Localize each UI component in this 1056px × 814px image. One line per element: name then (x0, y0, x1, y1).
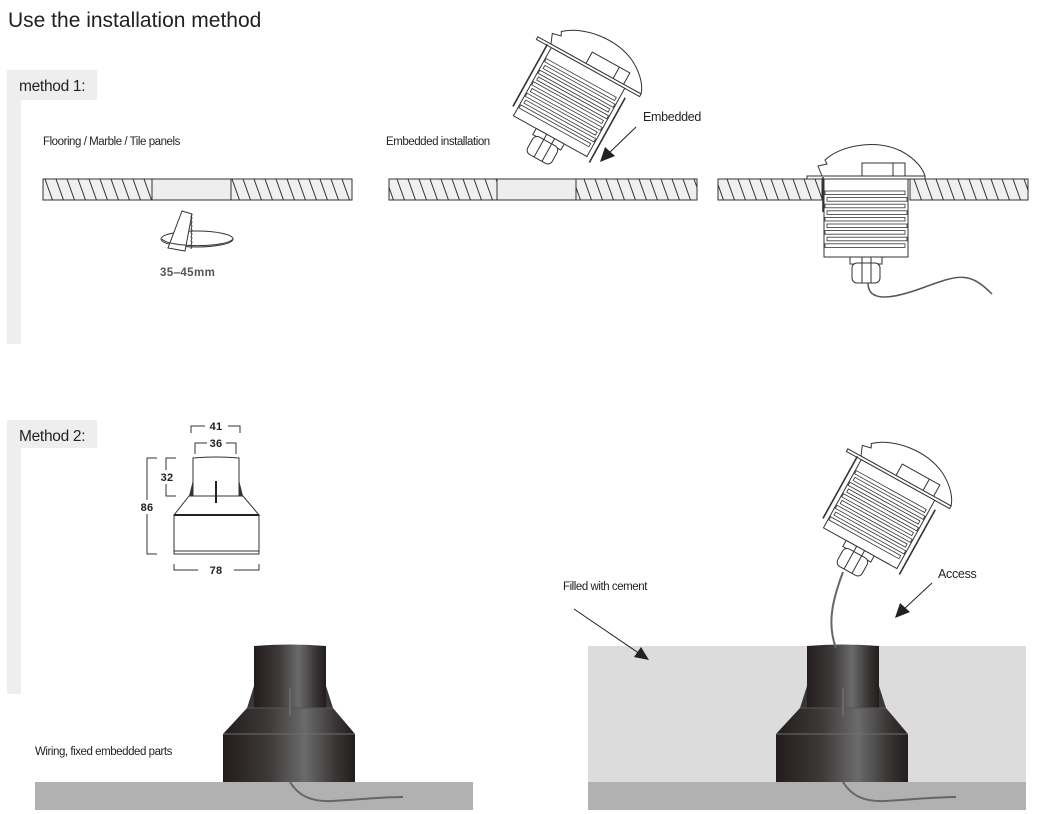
dim-inner-width: 36 (210, 438, 223, 450)
embedded-housing-left (222, 644, 356, 783)
embedded-arrow-icon (600, 126, 637, 162)
method1-section: method 1: Flooring / Marble / Tile panel… (7, 8, 1029, 344)
lamp-tilted-method1 (485, 8, 657, 189)
method1-label-box (7, 70, 97, 100)
method2-section: Method 2: 41 36 86 32 78 Wiring, fixed e… (7, 420, 1026, 810)
cement-arrow-icon (573, 608, 649, 660)
dim-bracket-36 (194, 442, 237, 454)
step2-caption: Embedded installation (386, 136, 490, 148)
panel-hatched-right (575, 178, 698, 201)
dim-bracket-41 (190, 425, 241, 433)
panel-bar-step1 (42, 178, 353, 201)
panel-hole (496, 178, 577, 201)
lamp-body (485, 8, 657, 189)
method1-side-bar (7, 100, 21, 344)
ground-right (588, 782, 1026, 810)
access-arrow-icon (895, 582, 933, 618)
panel-hatched-right (230, 178, 353, 201)
dim-cylinder-height: 32 (161, 472, 174, 484)
dim-base-width: 78 (210, 565, 223, 577)
dimension-drawing: 41 36 86 32 78 (141, 421, 261, 577)
panel-hole (151, 178, 232, 201)
dim-bracket-32 (165, 457, 176, 497)
panel-hatched-left (42, 178, 153, 201)
panel-hatched-left (388, 178, 498, 201)
ground-left (35, 782, 473, 810)
panel-bar-step3 (717, 178, 1029, 201)
panel-bar-step2 (388, 178, 698, 201)
access-label: Access (938, 567, 977, 581)
cement-label: Filled with cement (563, 581, 648, 593)
lamp-body (806, 144, 926, 284)
hole-saw-icon (160, 210, 234, 252)
dim-top-width: 41 (210, 421, 223, 433)
lamp-installed (806, 144, 926, 284)
dim-total-height: 86 (141, 502, 154, 514)
method2-label-box (7, 420, 97, 448)
dim-bracket-86 (146, 457, 157, 555)
wire-left (289, 781, 404, 803)
wire-right (842, 781, 957, 803)
embedded-arrow-label: Embedded (643, 110, 701, 124)
wiring-caption: Wiring, fixed embedded parts (35, 746, 173, 758)
page-title: Use the installation method (8, 9, 261, 32)
hole-size-label: 35‒45mm (160, 267, 215, 279)
step1-caption: Flooring / Marble / Tile panels (43, 136, 181, 148)
method2-side-bar (7, 448, 21, 694)
method1-label: method 1: (19, 78, 85, 95)
dim-bracket-78 (173, 564, 260, 571)
lamp-cable (867, 276, 993, 298)
panel-hatched-right (909, 178, 1029, 201)
method2-label: Method 2: (19, 428, 85, 445)
panel-hatched-left (717, 178, 823, 201)
lamp-cable-to-housing (830, 571, 844, 649)
